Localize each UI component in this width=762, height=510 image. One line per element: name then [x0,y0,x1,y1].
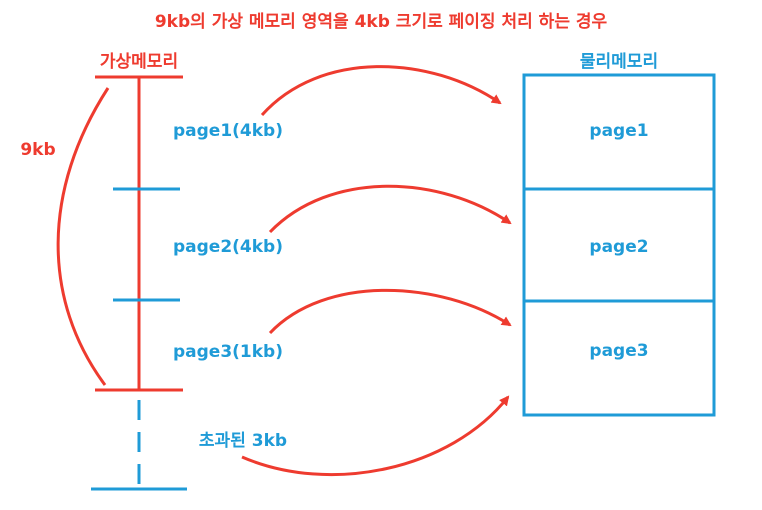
diagram-title: 9kb의 가상 메모리 영역을 4kb 크기로 페이징 처리 하는 경우 [155,12,608,32]
physical-memory-outline [522,73,716,417]
page2-mapping-arrow [268,184,512,234]
virtual-memory-axis [95,75,183,392]
overflow-mapping-arrow [241,395,510,477]
virtual-size-label: 9kb [20,140,55,160]
physical-frame-2-label: page2 [589,237,648,257]
virtual-page-3-label: page3(1kb) [173,342,283,362]
overflow-label: 초과된 3kb [199,431,287,451]
physical-frame-1-label: page1 [589,121,648,141]
physical-frame-3-label: page3 [589,341,648,361]
physical-memory-label: 물리메모리 [580,52,658,72]
page1-mapping-arrow [260,65,502,116]
page3-mapping-arrow [268,288,512,335]
virtual-memory-label: 가상메모리 [100,52,178,72]
virtual-page-2-label: page2(4kb) [173,237,283,257]
size-bracket-curve [56,87,110,386]
virtual-page-1-label: page1(4kb) [173,121,283,141]
physical-memory-block [522,73,716,417]
